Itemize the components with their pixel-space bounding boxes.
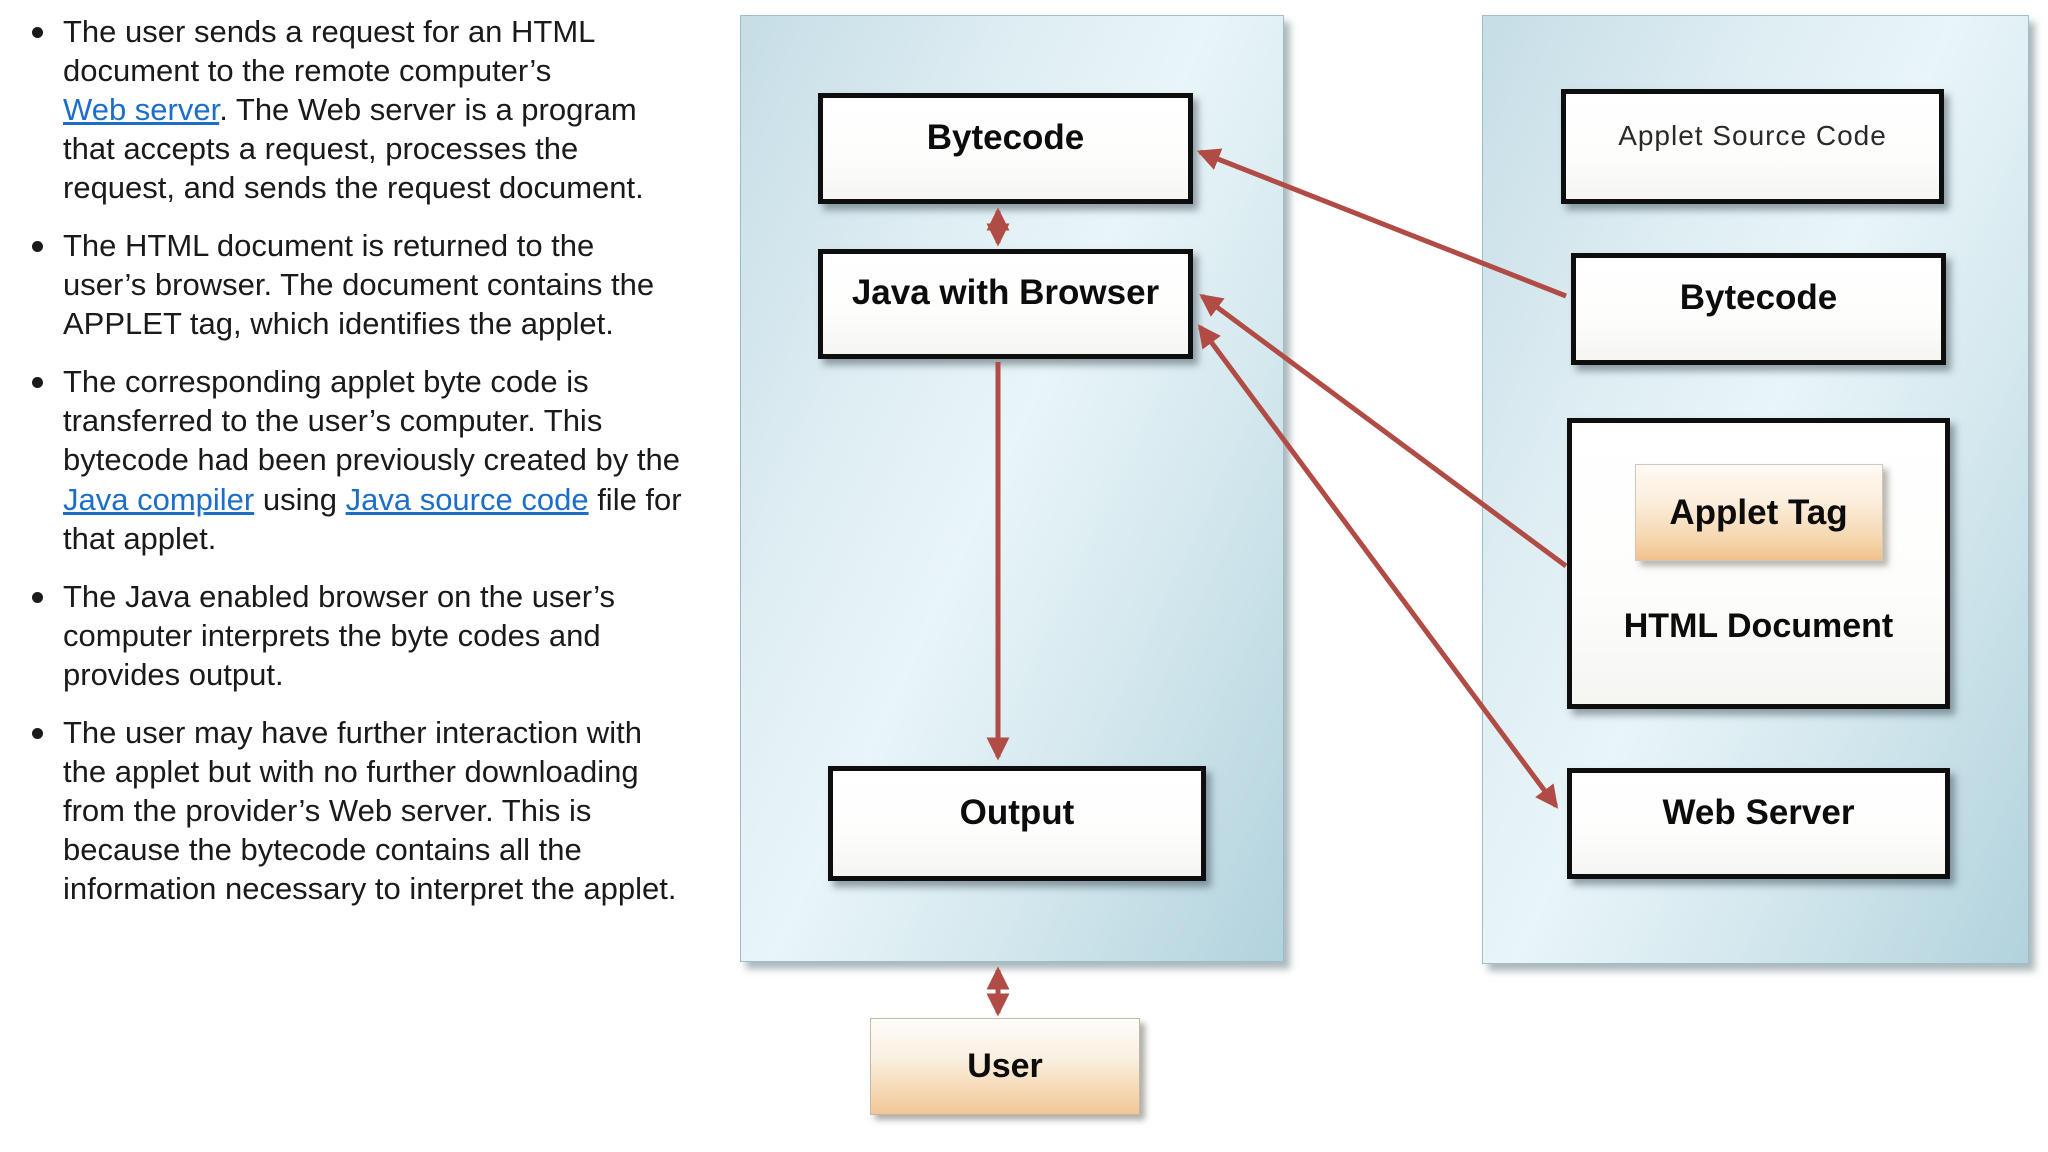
server-bytecode-box: Bytecode <box>1571 253 1946 365</box>
user-label: User <box>967 1047 1043 1085</box>
bullet-marker <box>32 591 43 603</box>
html-document-box: Applet Tag HTML Document <box>1567 418 1950 709</box>
server-bytecode-label: Bytecode <box>1679 278 1838 317</box>
web-server-label: Web Server <box>1662 792 1855 832</box>
text-segment: . The Web server is a program that accep… <box>63 92 644 206</box>
bullet-marker <box>32 727 43 739</box>
bullet-marker <box>32 241 43 253</box>
text-segment: The corresponding applet byte code is tr… <box>63 364 680 478</box>
client-bytecode-label: Bytecode <box>926 117 1085 157</box>
bullet-item-1: The user sends a request for an HTML doc… <box>26 12 686 207</box>
server-panel: Applet Source Code Bytecode Applet Tag H… <box>1482 15 2029 964</box>
applet-source-code-label: Applet Source Code <box>1618 119 1887 151</box>
bullet-text: The corresponding applet byte code is tr… <box>63 362 686 557</box>
html-document-label: HTML Document <box>1623 607 1894 645</box>
web-server-link[interactable]: Web server <box>63 92 220 128</box>
bullet-text: The user may have further interaction wi… <box>63 713 686 908</box>
java-with-browser-label: Java with Browser <box>851 273 1160 312</box>
client-bytecode-box: Bytecode <box>818 93 1193 204</box>
bullet-item-3: The corresponding applet byte code is tr… <box>26 362 686 557</box>
output-label: Output <box>959 792 1075 832</box>
bullet-item-2: The HTML document is returned to the use… <box>26 226 686 343</box>
text-segment: The user sends a request for an HTML doc… <box>63 14 595 89</box>
client-panel: Bytecode Java with Browser Output <box>740 15 1284 962</box>
bullet-list: The user sends a request for an HTML doc… <box>26 12 686 927</box>
applet-tag-label: Applet Tag <box>1669 492 1848 532</box>
bullet-text: The Java enabled browser on the user’s c… <box>63 577 686 694</box>
java-source-code-link[interactable]: Java source code <box>345 481 589 517</box>
output-box: Output <box>828 766 1206 881</box>
bullet-item-5: The user may have further interaction wi… <box>26 713 686 908</box>
text-segment: The user may have further interaction wi… <box>63 714 677 906</box>
web-server-box: Web Server <box>1567 768 1950 879</box>
bullet-marker <box>32 27 43 38</box>
bullet-text: The user sends a request for an HTML doc… <box>63 12 686 207</box>
text-segment: using <box>254 481 346 517</box>
applet-source-code-box: Applet Source Code <box>1561 89 1944 204</box>
bullet-text: The HTML document is returned to the use… <box>63 226 686 343</box>
applet-tag-box: Applet Tag <box>1634 464 1883 561</box>
java-compiler-link[interactable]: Java compiler <box>63 481 255 517</box>
bullet-item-4: The Java enabled browser on the user’s c… <box>26 577 686 694</box>
bullet-marker <box>32 377 43 389</box>
user-box: User <box>870 1018 1140 1115</box>
text-segment: file for that applet. <box>63 481 682 556</box>
text-segment: The Java enabled browser on the user’s c… <box>63 578 616 692</box>
text-segment: The HTML document is returned to the use… <box>63 228 655 342</box>
java-with-browser-box: Java with Browser <box>818 249 1193 359</box>
